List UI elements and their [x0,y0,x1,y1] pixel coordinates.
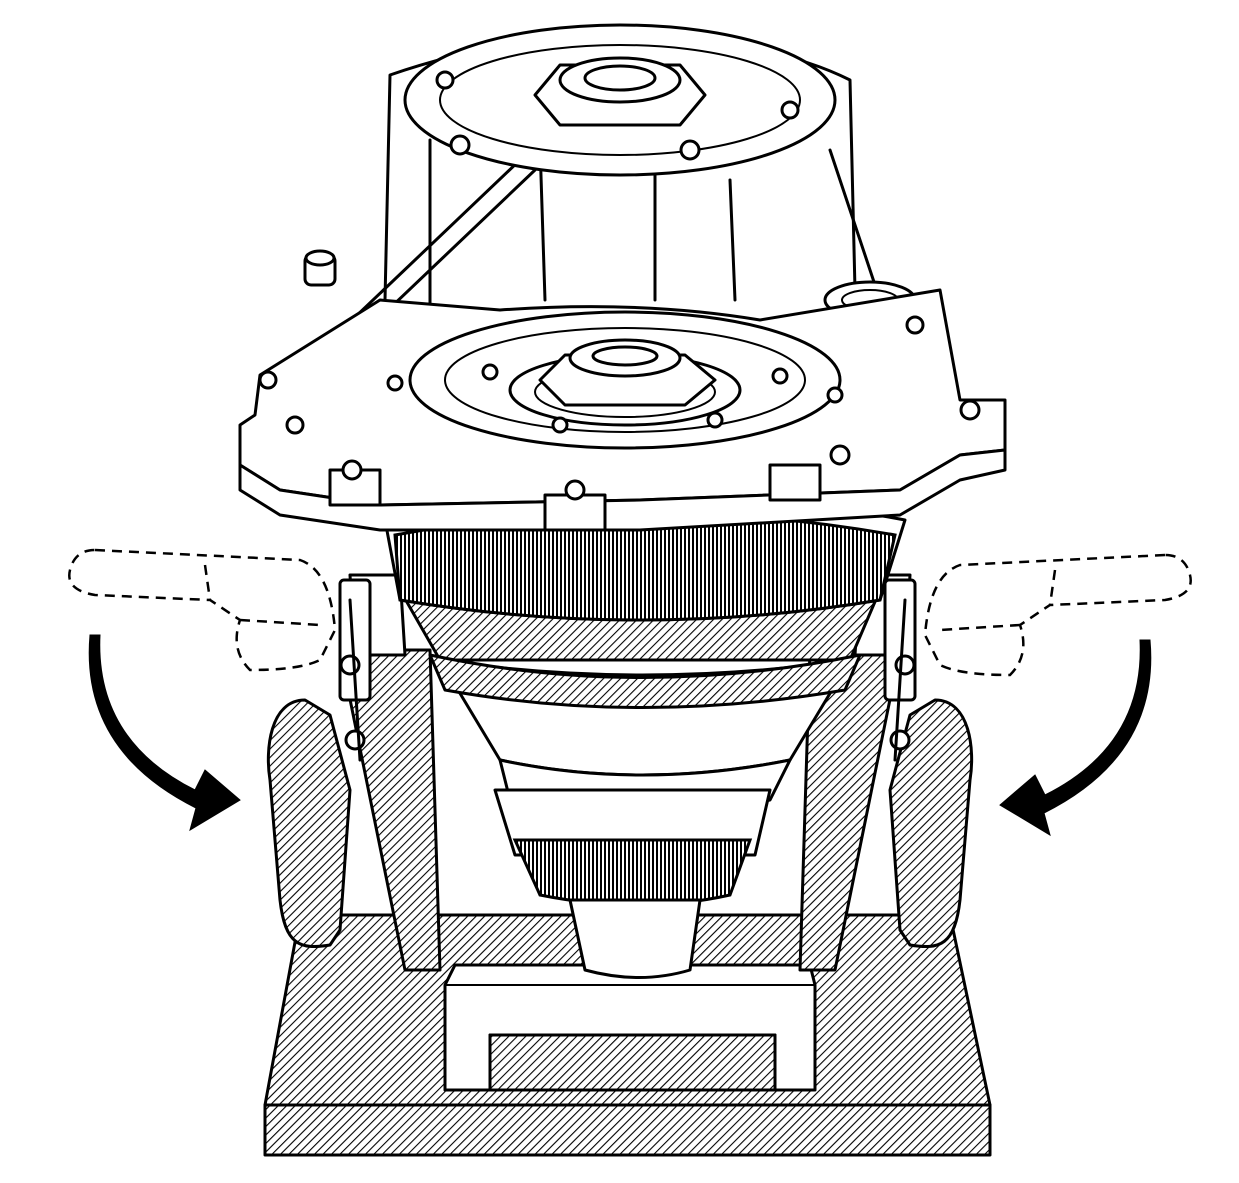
clamp-lever-right [883,578,917,762]
clamp-lever-left [338,578,372,762]
curved-arrow-right-icon [999,639,1152,837]
adapter-plate [238,288,1007,532]
clamp-handle-open-left [68,548,337,672]
upper-case [303,23,917,372]
curved-arrow-left-icon [88,634,241,832]
clamp-handle-open-right [923,553,1192,677]
output-gear [493,788,772,979]
